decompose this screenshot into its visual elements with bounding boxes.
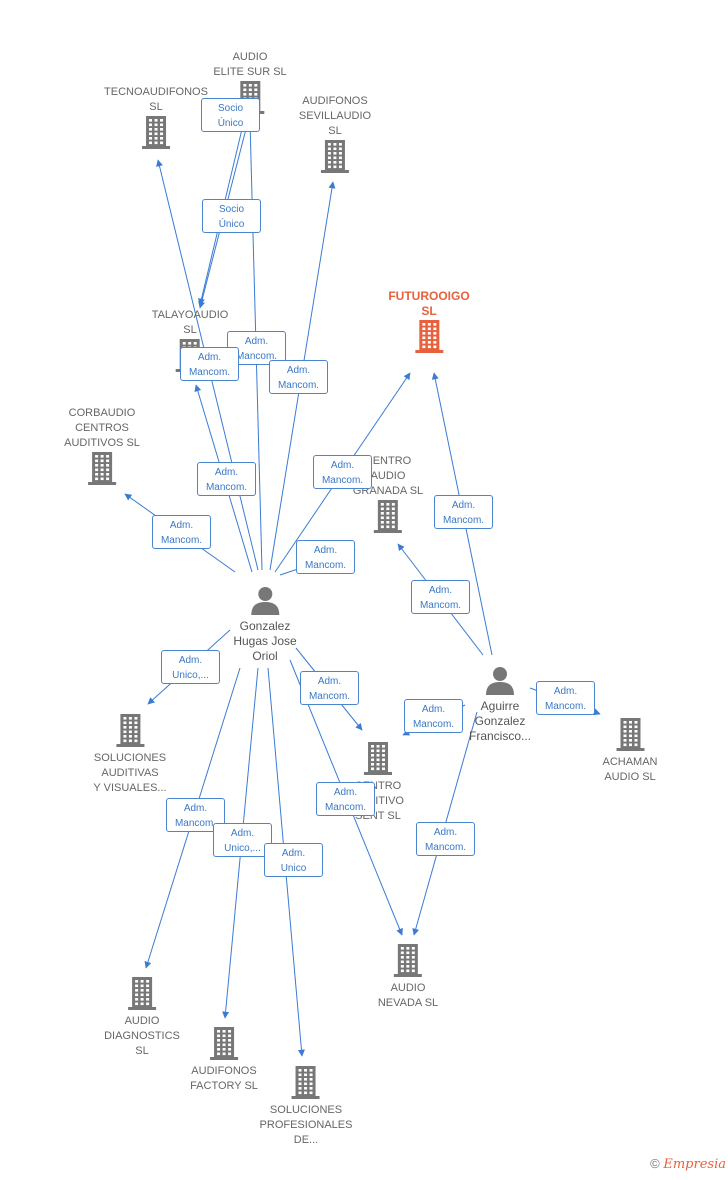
company-node-tecnoaudifonos[interactable]: TECNOAUDIFONOS SL bbox=[104, 85, 208, 149]
building-icon bbox=[320, 140, 349, 173]
relation-label[interactable]: Adm. Mancom. bbox=[316, 782, 375, 816]
person-node-aguirre[interactable]: Aguirre Gonzalez Francisco... bbox=[469, 665, 531, 744]
person-icon bbox=[251, 587, 279, 615]
company-label: AUDIO ELITE SUR SL bbox=[213, 51, 287, 78]
company-label: SOLUCIONES PROFESIONALES DE... bbox=[259, 1104, 353, 1146]
relation-label[interactable]: Adm. Mancom. bbox=[296, 540, 355, 574]
relation-label[interactable]: Adm. Mancom. bbox=[536, 681, 595, 715]
company-label: AUDIO DIAGNOSTICS SL bbox=[104, 1015, 180, 1057]
company-node-audio-nevada[interactable]: AUDIO NEVADA SL bbox=[378, 943, 438, 1011]
company-node-achaman[interactable]: ACHAMAN AUDIO SL bbox=[602, 717, 658, 785]
relation-label[interactable]: Socio Único bbox=[201, 98, 260, 132]
company-node-audifonos-sevillaudio[interactable]: AUDIFONOS SEVILLAUDIO SL bbox=[299, 94, 371, 173]
relation-label[interactable]: Adm. Mancom. bbox=[411, 580, 470, 614]
relation-label[interactable]: Adm. Mancom. bbox=[197, 462, 256, 496]
company-label: TALAYOAUDIO SL bbox=[151, 309, 229, 336]
company-node-audio-diagnostics[interactable]: AUDIO DIAGNOSTICS SL bbox=[104, 976, 180, 1059]
person-label: Aguirre Gonzalez Francisco... bbox=[468, 699, 532, 743]
relation-label[interactable]: Socio Único bbox=[202, 199, 261, 233]
company-label: AUDIFONOS FACTORY SL bbox=[190, 1065, 258, 1092]
company-label: AUDIFONOS SEVILLAUDIO SL bbox=[298, 95, 372, 137]
edges-layer bbox=[124, 121, 601, 1057]
building-icon bbox=[414, 320, 443, 353]
building-icon bbox=[291, 1066, 320, 1099]
building-icon bbox=[374, 500, 402, 533]
company-label: TECNOAUDIFONOS SL bbox=[104, 86, 208, 113]
company-label: CORBAUDIO CENTROS AUDITIVOS SL bbox=[64, 407, 140, 449]
building-icon bbox=[127, 977, 156, 1010]
relation-label[interactable]: Adm. Mancom. bbox=[152, 515, 211, 549]
company-label: FUTUROOIGO SL bbox=[388, 289, 470, 318]
building-icon bbox=[363, 742, 392, 775]
brand-logo[interactable]: Empresia bbox=[663, 1157, 726, 1172]
relation-label[interactable]: Adm. Unico bbox=[264, 843, 323, 877]
person-icon bbox=[485, 667, 514, 695]
building-icon bbox=[87, 452, 116, 485]
building-icon bbox=[615, 718, 644, 751]
relation-label[interactable]: Adm. Unico,... bbox=[213, 823, 272, 857]
company-label: SOLUCIONES AUDITIVAS Y VISUALES... bbox=[93, 752, 167, 794]
person-node-gonzalez[interactable]: Gonzalez Hugas Jose Oriol bbox=[233, 585, 297, 664]
company-node-futurooigo[interactable]: FUTUROOIGO SL bbox=[388, 289, 470, 353]
copyright-symbol: © bbox=[650, 1156, 660, 1171]
relation-label[interactable]: Adm. Mancom. bbox=[269, 360, 328, 394]
company-node-corbaudio[interactable]: CORBAUDIO CENTROS AUDITIVOS SL bbox=[64, 406, 140, 485]
relation-label[interactable]: Adm. Mancom. bbox=[404, 699, 463, 733]
person-label: Gonzalez Hugas Jose Oriol bbox=[233, 619, 297, 663]
company-label: AUDIO NEVADA SL bbox=[377, 982, 439, 1009]
relation-label[interactable]: Adm. Mancom. bbox=[416, 822, 475, 856]
company-node-soluciones-auditivas[interactable]: SOLUCIONES AUDITIVAS Y VISUALES... bbox=[93, 713, 167, 796]
building-icon bbox=[210, 1027, 238, 1060]
building-icon bbox=[393, 944, 422, 977]
company-label: ACHAMAN AUDIO SL bbox=[602, 756, 658, 783]
relation-label[interactable]: Adm. Unico,... bbox=[161, 650, 220, 684]
relation-label[interactable]: Adm. Mancom. bbox=[300, 671, 359, 705]
relation-label[interactable]: Adm. Mancom. bbox=[313, 455, 372, 489]
relation-label[interactable]: Adm. Mancom. bbox=[180, 347, 239, 381]
building-icon bbox=[115, 714, 144, 747]
relation-label[interactable]: Adm. Mancom. bbox=[434, 495, 493, 529]
company-node-soluciones-profesionales[interactable]: SOLUCIONES PROFESIONALES DE... bbox=[259, 1065, 353, 1148]
building-icon bbox=[142, 116, 170, 149]
footer: © Empresia bbox=[650, 1156, 726, 1172]
company-node-audifonos-factory[interactable]: AUDIFONOS FACTORY SL bbox=[190, 1026, 258, 1094]
